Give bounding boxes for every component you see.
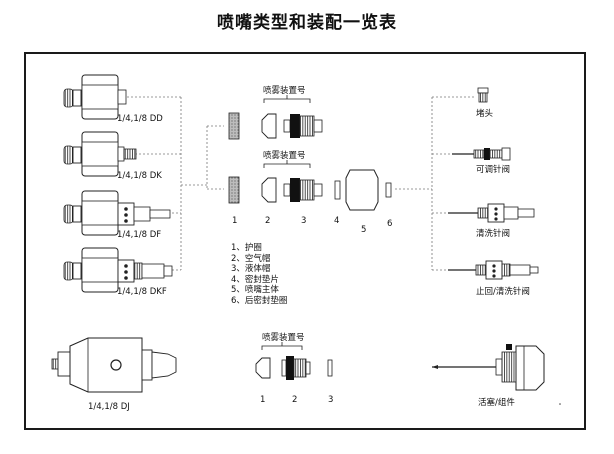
accessory-plug-label: 堵头 [476,109,494,119]
bottom-part-number-3: 3 [328,395,334,405]
part-number-6: 6 [387,219,393,229]
cleaning-needle-valve-drawing [448,203,535,223]
upper-assembly-drawing [228,112,323,140]
legend-item: 4、密封垫片 [231,274,279,285]
bottom-assembly-drawing [255,356,333,380]
piston-assembly-drawing [432,344,545,391]
bracket-bottom [261,342,303,350]
spray-device-label-bottom: 喷雾装置号 [262,333,305,343]
nozzle-dj-drawing [51,337,177,393]
accessory-piston-assembly-label: 活塞/组件 [478,398,515,408]
nozzle-df-drawing [63,190,171,236]
nozzle-type-df-label: 1/4,1/8 DF [117,230,162,240]
accessory-check-cleaning-needle-valve-label: 止回/清洗针阀 [476,287,530,297]
part-number-2: 2 [265,216,271,226]
adjustable-needle-valve-drawing [452,147,511,161]
nozzle-dk-drawing [63,131,137,177]
part-number-1: 1 [232,216,238,226]
nozzle-type-dj-label: 1/4,1/8 DJ [88,402,130,412]
dot-mark [559,403,561,405]
spray-device-label-upper: 喷雾装置号 [263,86,306,96]
nozzle-dd-drawing [63,74,127,120]
part-number-5: 5 [361,225,367,235]
part-number-3: 3 [301,216,307,226]
nozzle-type-dk-label: 1/4,1/8 DK [117,171,162,181]
nozzle-type-dd-label: 1/4,1/8 DD [117,114,163,124]
accessory-cleaning-needle-valve-label: 清洗针阀 [476,229,511,239]
legend-item: 6、后密封垫圈 [231,295,288,306]
lower-assembly-drawing [228,169,392,211]
accessory-adjustable-needle-valve-label: 可调针阀 [476,165,511,175]
bracket-lower [263,160,311,168]
spray-device-label-lower: 喷雾装置号 [263,151,306,161]
nozzle-type-dkf-label: 1/4,1/8 DKF [117,287,167,297]
connector-lines [127,96,476,271]
page-title: 喷嘴类型和装配一览表 [217,13,397,33]
legend-item: 1、护圈 [231,243,262,253]
parts-legend: 1、护圈 2、空气帽 3、液体帽 4、密封垫片 5、喷嘴主体 6、后密封垫圈 [231,243,287,307]
nozzle-dkf-drawing [63,247,173,293]
legend-item: 3、液体帽 [231,264,271,275]
plug-drawing [477,87,489,103]
bottom-part-number-2: 2 [292,395,298,405]
part-number-4: 4 [334,216,340,226]
diagram-frame [24,52,586,430]
legend-item: 2、空气帽 [231,253,271,264]
bracket-upper [263,95,311,103]
check-cleaning-needle-valve-drawing [448,260,539,280]
bottom-part-number-1: 1 [260,395,266,405]
legend-item: 5、喷嘴主体 [231,285,279,296]
